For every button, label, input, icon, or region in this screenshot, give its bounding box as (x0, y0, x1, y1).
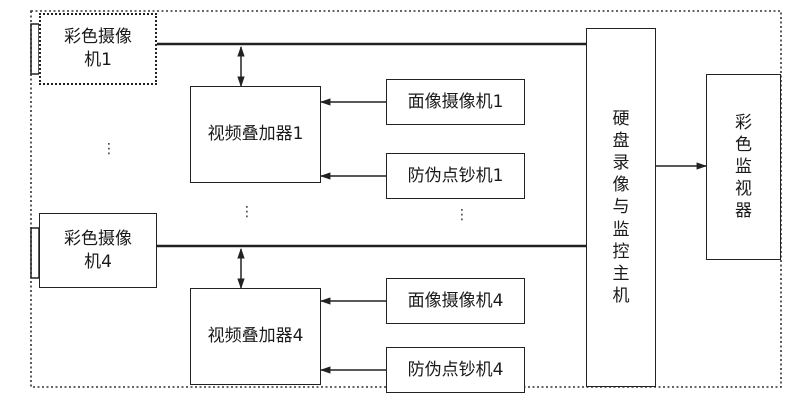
camera1-stub (30, 23, 40, 75)
video-overlay-1-label: 视频叠加器1 (207, 124, 304, 145)
recording-monitoring-host: 硬盘录像与监控主机 (586, 28, 656, 387)
color-camera-1-label-line1: 彩色摄像 (64, 27, 132, 48)
outer-frame (30, 10, 782, 388)
host_chars-char: 与 (612, 197, 630, 218)
monitor_chars-char: 色 (735, 134, 752, 155)
recording-monitoring-host-label: 硬盘录像与监控主机 (613, 108, 630, 307)
counterfeit-detector-1: 防伪点钞机1 (386, 153, 525, 199)
color-camera-1: 彩色摄像 机1 (39, 13, 157, 85)
face-camera-1-label: 面像摄像机1 (407, 91, 504, 112)
color-camera-4: 彩色摄像 机4 (39, 213, 157, 288)
host_chars-char: 盘 (612, 131, 630, 152)
face-camera-4: 面像摄像机4 (386, 278, 525, 324)
video-overlay-4-label: 视频叠加器4 (207, 326, 304, 347)
overlay-ellipsis: ⋮ (240, 204, 254, 220)
monitor_chars-char: 器 (735, 201, 752, 222)
video-overlay-4: 视频叠加器4 (190, 288, 321, 385)
host_chars-char: 主 (612, 263, 630, 284)
color-camera-1-label-line2: 机1 (84, 50, 112, 70)
face-camera-1: 面像摄像机1 (386, 79, 525, 125)
camera4-stub (30, 227, 40, 279)
color-camera-4-label-line2: 机4 (84, 251, 112, 272)
host_chars-char: 录 (612, 153, 630, 174)
counterfeit-detector-1-label: 防伪点钞机1 (407, 165, 504, 186)
host_chars-char: 像 (612, 175, 630, 196)
monitor_chars-char: 彩 (735, 112, 752, 133)
video-overlay-1: 视频叠加器1 (190, 86, 321, 183)
color-monitor-label: 彩色监视器 (735, 112, 752, 222)
color-camera-4-label-line1: 彩色摄像 (64, 228, 132, 249)
face-camera-4-label: 面像摄像机4 (407, 290, 504, 311)
counterfeit-detector-4-label: 防伪点钞机4 (407, 359, 504, 380)
host_chars-char: 硬 (612, 109, 630, 130)
monitor_chars-char: 视 (735, 179, 752, 200)
counterfeit-detector-4: 防伪点钞机4 (386, 347, 525, 393)
color-monitor: 彩色监视器 (706, 74, 781, 260)
host_chars-char: 监 (612, 219, 630, 240)
device-ellipsis: ⋮ (455, 207, 469, 223)
camera-ellipsis: ⋮ (102, 141, 116, 157)
host_chars-char: 控 (612, 241, 630, 262)
monitor_chars-char: 监 (735, 156, 752, 177)
host_chars-char: 机 (612, 285, 630, 306)
